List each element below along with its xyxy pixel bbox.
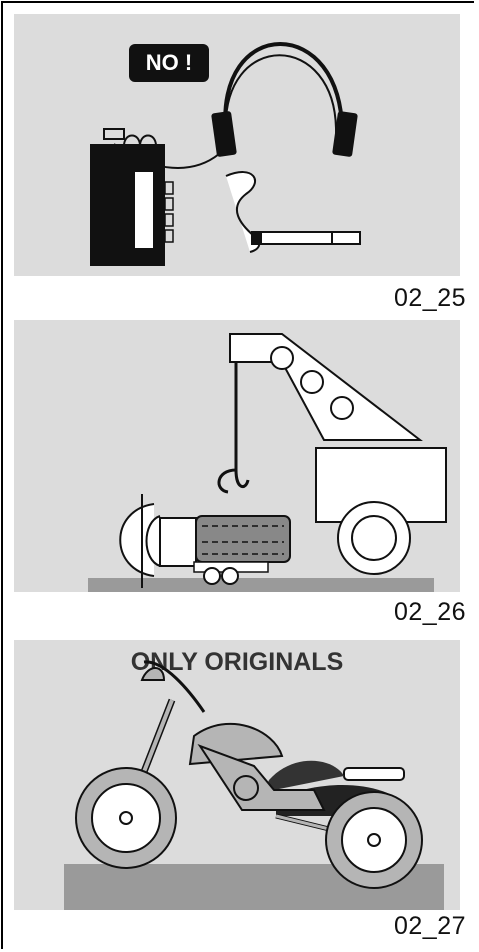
tow-truck-icon xyxy=(217,333,447,575)
ground-strip xyxy=(88,578,434,592)
no-badge: NO ! xyxy=(129,44,209,82)
figure-3-caption: 02_27 xyxy=(394,912,467,940)
figure-1-caption: 02_25 xyxy=(394,284,467,312)
figure-2-illustration xyxy=(88,333,447,592)
figure-2-caption: 02_26 xyxy=(394,598,467,626)
figure-2-panel xyxy=(14,320,460,592)
towed-motorcycle xyxy=(119,494,291,588)
motorcycle-icon xyxy=(75,660,423,889)
cassette-player-icon xyxy=(90,128,174,266)
cigarette-icon xyxy=(225,171,361,253)
figure-1-illustration xyxy=(90,42,361,266)
figure-3-illustration xyxy=(64,660,444,910)
figure-1-panel: NO ! xyxy=(14,14,460,276)
